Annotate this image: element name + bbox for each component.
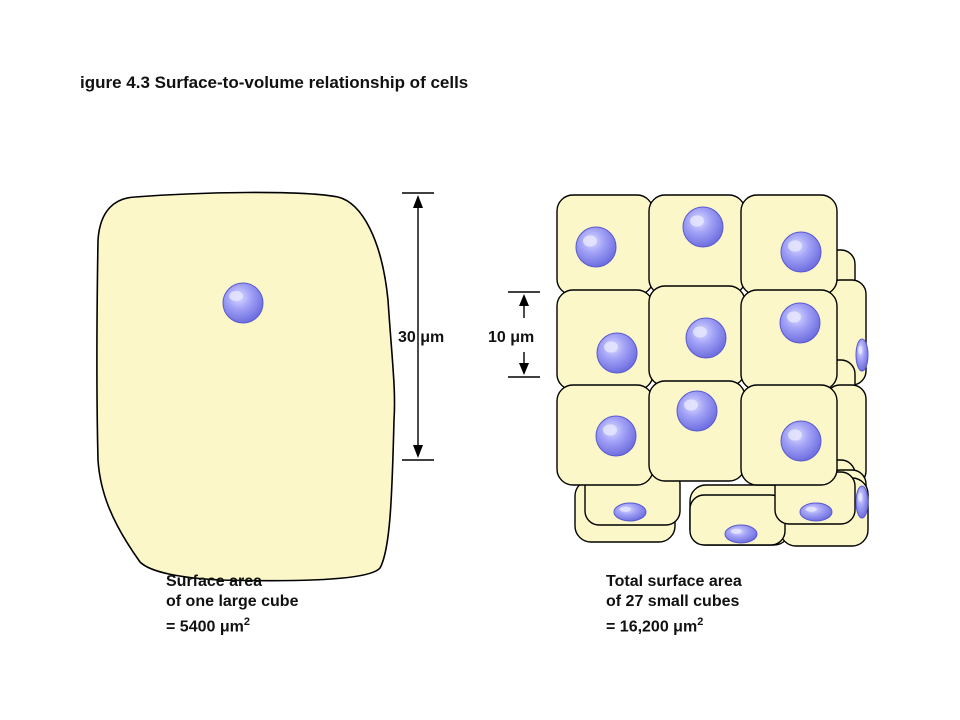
cell-nucleus [780,420,822,462]
arrowhead-up-icon [413,195,423,208]
cell-nucleus [613,502,647,522]
large-cube-caption: Surface area of one large cube = 5400 μm… [166,572,298,637]
cell-nucleus [855,485,869,519]
caption-line: Total surface area [606,573,742,590]
cell-nucleus [575,226,617,268]
caption-value: = 5400 μm2 [166,616,250,636]
caption-line: Surface area [166,573,263,590]
cell-nucleus [799,502,833,522]
large-cell [96,191,396,582]
small-cube-cluster [556,194,869,547]
cell-nucleus [595,415,637,457]
cell-nucleus [780,231,822,273]
cell-nucleus [779,302,821,344]
caption-line: of 27 small cubes [606,593,740,610]
arrowhead-down-icon [519,363,529,375]
caption-value: = 16,200 μm2 [606,616,704,636]
small-cubes-caption: Total surface area of 27 small cubes = 1… [606,572,742,637]
figure-title: igure 4.3 Surface-to-volume relationship… [80,73,469,92]
arrowhead-up-icon [519,294,529,306]
large-cell-nucleus [222,282,264,324]
large-dimension-arrow [402,192,434,461]
cell-nucleus [724,524,758,544]
arrowhead-down-icon [413,445,423,458]
cell-nucleus [685,317,727,359]
small-dimension-label: 10 μm [488,329,534,346]
cell-nucleus [676,390,718,432]
large-dimension-label: 30 μm [398,329,444,346]
cell-nucleus [596,332,638,374]
caption-line: of one large cube [166,593,299,610]
cell-nucleus [855,338,869,372]
cell-nucleus [682,206,724,248]
